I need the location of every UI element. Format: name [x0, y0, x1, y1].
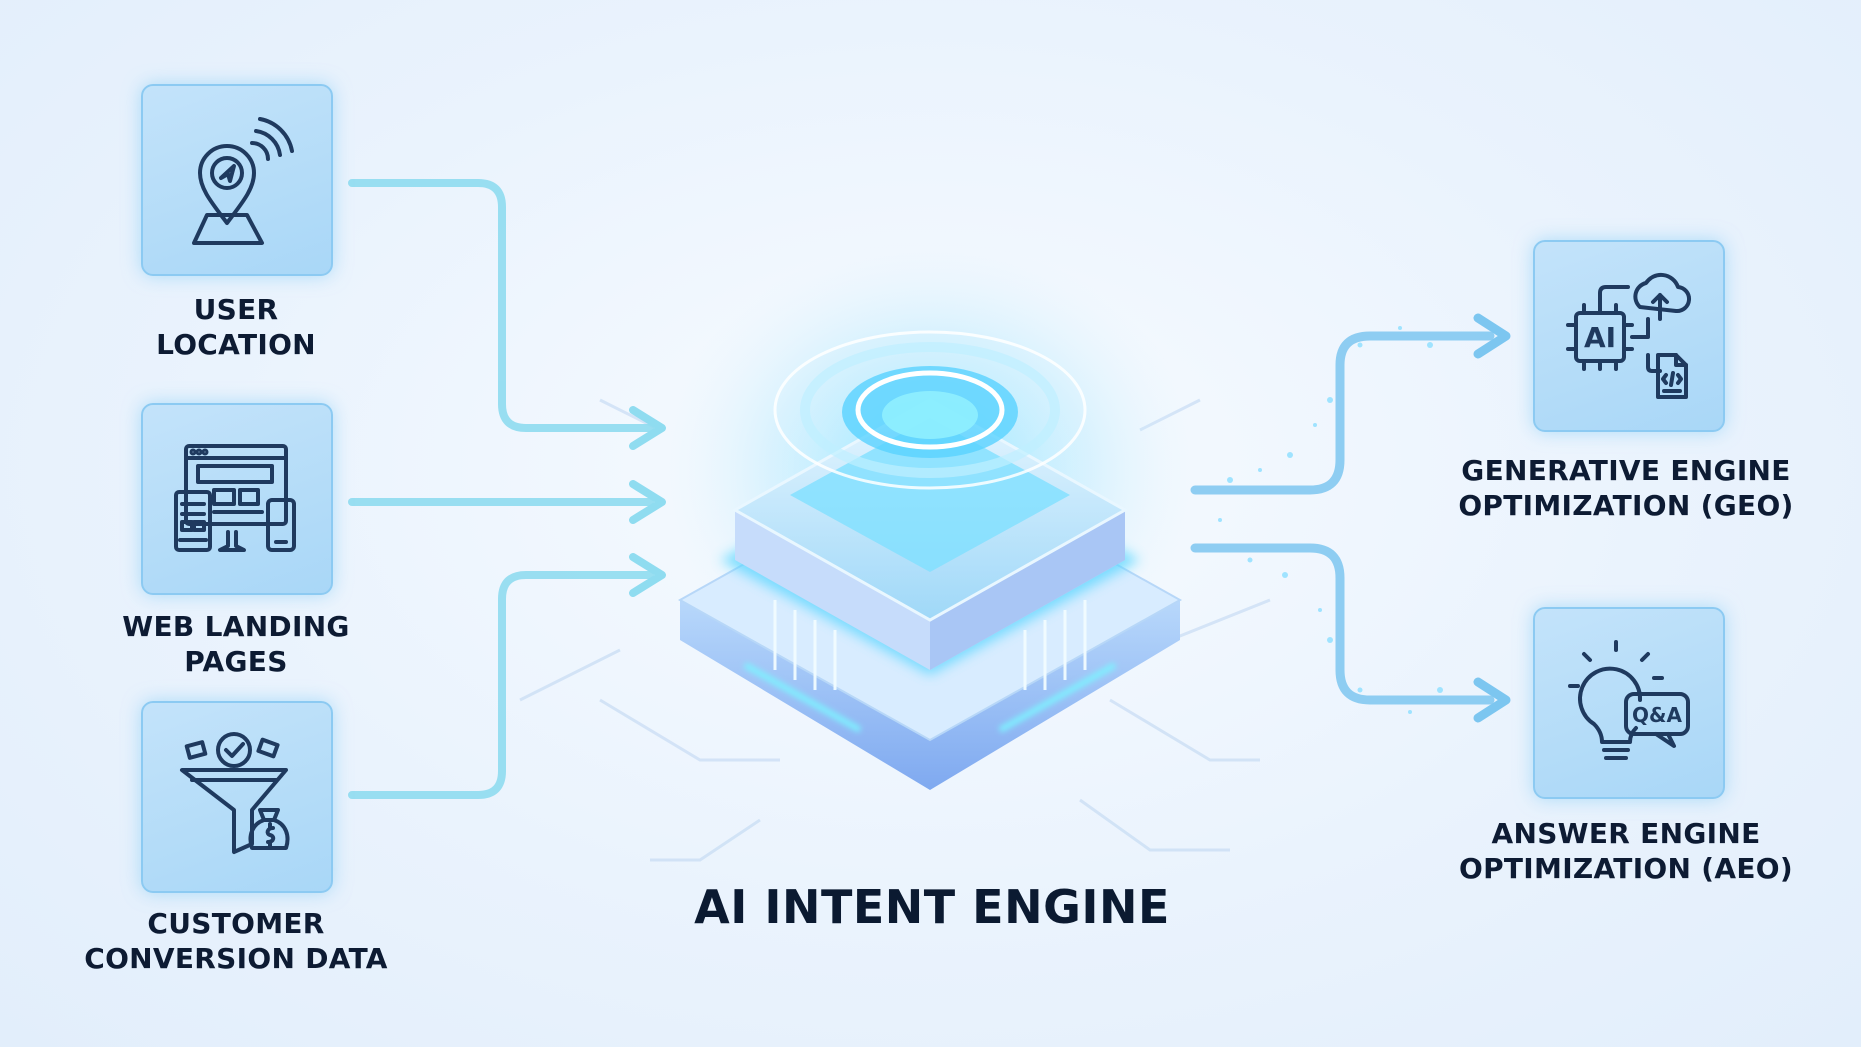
sparkle-particles — [1218, 326, 1443, 714]
ai-cloud-code-icon: AI — [1566, 272, 1691, 399]
connector-customer-conversion — [348, 571, 654, 799]
web-landing-pages-card — [141, 403, 333, 595]
geo-card: AI — [1533, 240, 1725, 432]
conversion-funnel-icon — [180, 732, 290, 854]
connector-user-location — [348, 179, 654, 432]
location-pin-icon — [192, 117, 294, 245]
label-line: WEB LANDING — [122, 610, 350, 643]
engine-title: AI INTENT ENGINE — [694, 880, 1170, 934]
customer-conversion-data-card — [141, 701, 333, 893]
label-line: USER — [193, 293, 279, 326]
qa-bubble-text: Q&A — [1632, 703, 1682, 727]
engine-chip-icon — [677, 330, 1183, 790]
label-line: PAGES — [184, 645, 288, 678]
input-arrowheads — [629, 406, 666, 597]
label-line: ANSWER ENGINE — [1491, 817, 1761, 850]
user-location-label: USER LOCATION — [86, 292, 386, 362]
web-landing-pages-label: WEB LANDING PAGES — [86, 609, 386, 679]
label-line: OPTIMIZATION (AEO) — [1458, 852, 1794, 885]
input-connectors — [348, 179, 654, 799]
aeo-card: Q&A — [1533, 607, 1725, 799]
label-line: LOCATION — [156, 328, 316, 361]
label-line: OPTIMIZATION (GEO) — [1458, 489, 1794, 522]
label-line: CUSTOMER — [147, 907, 325, 940]
circuit-traces — [519, 398, 1271, 862]
label-line: GENERATIVE ENGINE — [1461, 454, 1791, 487]
aeo-label: ANSWER ENGINE OPTIMIZATION (AEO) — [1426, 816, 1826, 886]
web-devices-icon — [174, 444, 296, 552]
geo-label: GENERATIVE ENGINE OPTIMIZATION (GEO) — [1426, 453, 1826, 523]
output-connectors — [1190, 331, 1495, 705]
chip-text: AI — [1584, 321, 1616, 354]
user-location-card — [141, 84, 333, 276]
customer-conversion-data-label: CUSTOMER CONVERSION DATA — [56, 906, 416, 976]
output-arrowheads — [1473, 313, 1511, 723]
connector-aeo — [1190, 543, 1495, 705]
connector-geo — [1190, 331, 1495, 495]
label-line: CONVERSION DATA — [84, 942, 388, 975]
lightbulb-qa-icon: Q&A — [1568, 640, 1690, 760]
